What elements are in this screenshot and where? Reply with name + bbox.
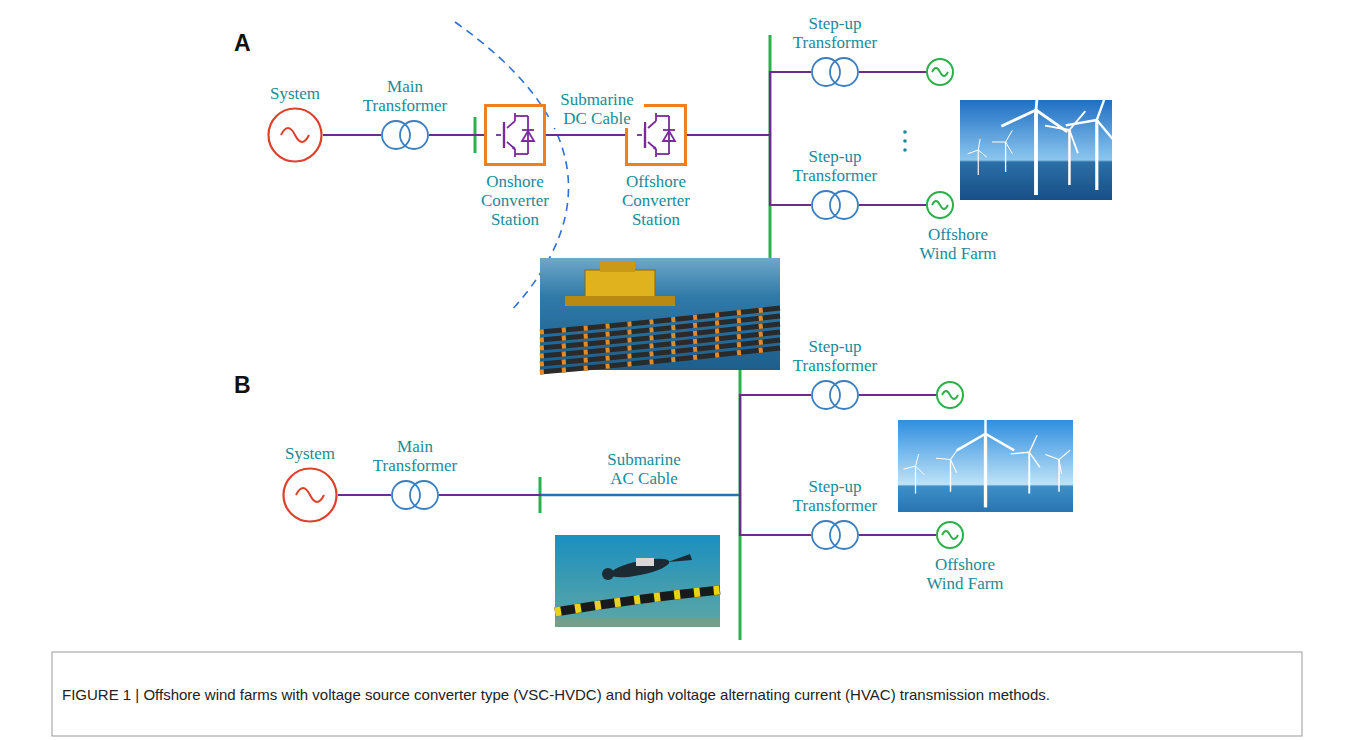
node-label: Step-up Transformer xyxy=(785,14,885,52)
symbol-outline xyxy=(282,467,338,523)
panel-label: A xyxy=(234,30,251,57)
node-label: Step-up Transformer xyxy=(785,477,885,515)
power-line xyxy=(859,535,936,536)
transformer-symbol: Step-up Transformer xyxy=(811,56,859,88)
symbol-outline xyxy=(811,519,859,551)
ac-cable xyxy=(541,494,739,496)
cable-label: Submarine AC Cable xyxy=(592,450,696,488)
transformer-symbol: Step-up Transformer xyxy=(811,519,859,551)
power-line xyxy=(439,395,811,495)
symbol-outline xyxy=(391,479,439,511)
node-label: Offshore Wind Farm xyxy=(920,555,1010,593)
power-line xyxy=(687,72,811,135)
symbol-outline xyxy=(484,104,546,166)
node-label: Offshore Wind Farm xyxy=(913,225,1003,263)
cable-laying-photo xyxy=(540,258,780,372)
transformer-symbol: Step-up Transformer xyxy=(811,189,859,221)
node-label: System xyxy=(255,84,335,103)
symbol-outline xyxy=(267,107,323,163)
symbol-outline xyxy=(811,379,859,411)
power-line xyxy=(429,135,484,136)
node-label: Main Transformer xyxy=(355,77,455,115)
symbol-outline xyxy=(936,521,964,549)
cable-label: Submarine DC Cable xyxy=(550,90,644,128)
power-line xyxy=(687,135,811,205)
generator-symbol: Offshore Wind Farm xyxy=(926,191,954,219)
generator-symbol xyxy=(859,59,953,85)
symbol-outline xyxy=(811,56,859,88)
system-source: System xyxy=(267,107,323,163)
node-label: Offshore Converter Station xyxy=(615,172,697,229)
caption-frame xyxy=(52,652,1302,736)
power-line xyxy=(546,135,625,136)
transformer-symbol: Main Transformer xyxy=(381,119,429,151)
symbol-outline xyxy=(926,191,954,219)
wind-farm-photo xyxy=(898,401,1073,512)
converter-station: Onshore Converter Station xyxy=(484,104,546,166)
figure-caption: FIGURE 1 | Offshore wind farms with volt… xyxy=(62,686,1292,703)
node-label: Step-up Transformer xyxy=(785,147,885,185)
underwater-cable-photo xyxy=(555,535,720,627)
node-label: Onshore Converter Station xyxy=(474,172,556,229)
system-source: System xyxy=(282,467,338,523)
power-line xyxy=(859,205,926,206)
node-label: System xyxy=(270,444,350,463)
node-label: Main Transformer xyxy=(365,437,465,475)
generator-symbol xyxy=(859,382,963,408)
transformer-symbol: Main Transformer xyxy=(391,479,439,511)
generator-symbol: Offshore Wind Farm xyxy=(936,521,964,549)
symbol-outline xyxy=(381,119,429,151)
transformer-symbol: Step-up Transformer xyxy=(811,379,859,411)
wind-farm-photo xyxy=(960,72,1117,200)
symbol-outline xyxy=(811,189,859,221)
power-line xyxy=(323,135,381,136)
power-line xyxy=(439,495,811,535)
node-label: Step-up Transformer xyxy=(785,337,885,375)
power-line xyxy=(338,495,391,496)
panel-label: B xyxy=(234,372,251,399)
